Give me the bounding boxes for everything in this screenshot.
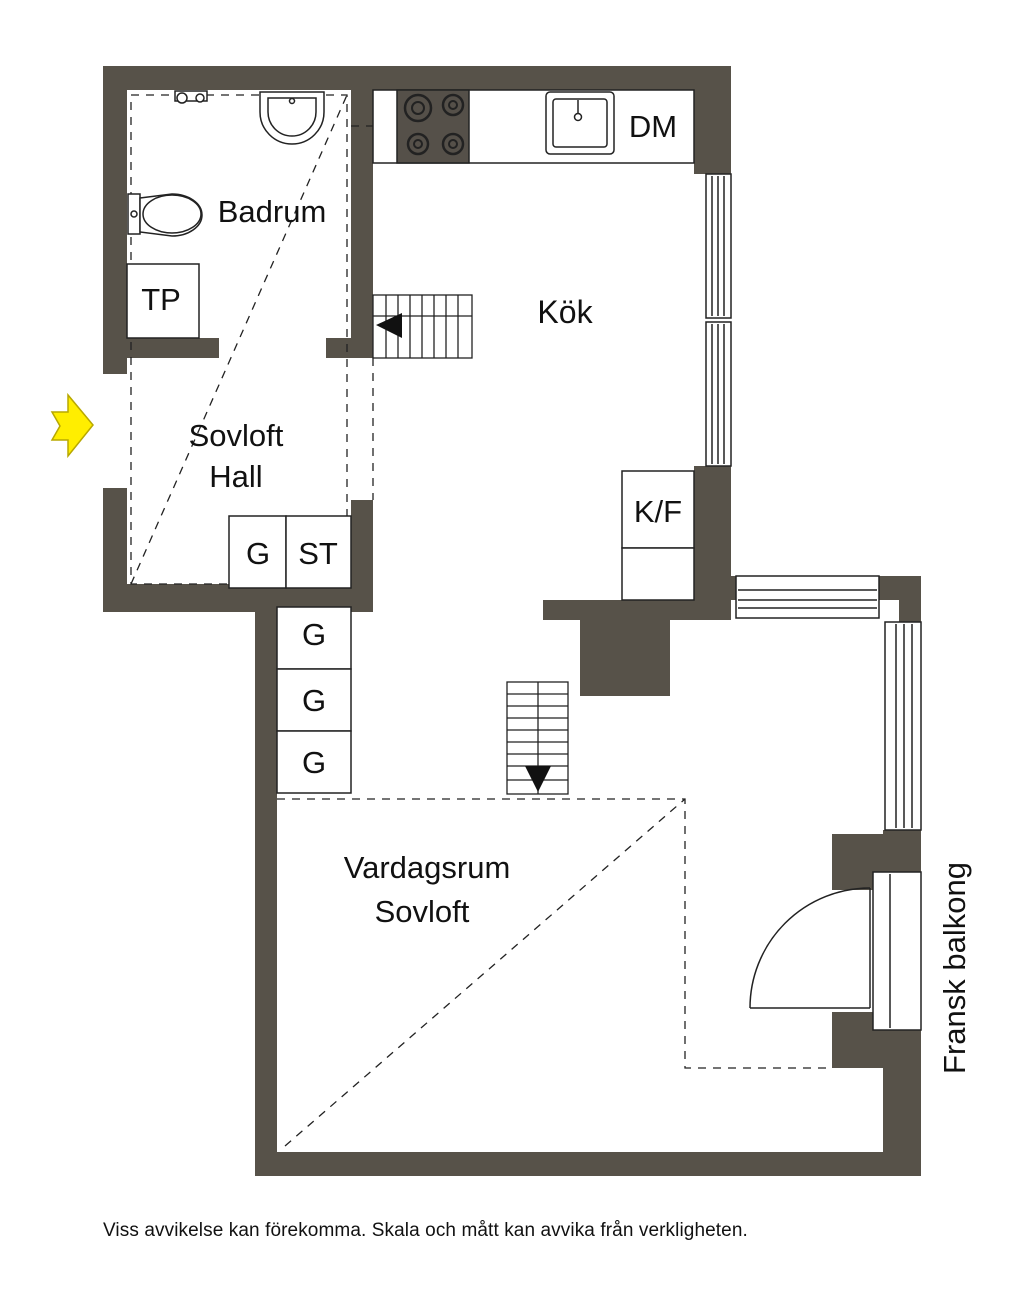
window-top-right bbox=[735, 575, 880, 619]
disclaimer-text: Viss avvikelse kan förekomma. Skala och … bbox=[103, 1220, 748, 1241]
room-label-vardagsrum-1: Vardagsrum bbox=[344, 850, 511, 885]
fixture-label-g3: G bbox=[302, 745, 326, 780]
entrance-arrow-icon bbox=[50, 392, 94, 459]
fixture-label-dm: DM bbox=[629, 109, 677, 144]
wall-bath-kitchen bbox=[351, 66, 373, 358]
fixture-label-tp: TP bbox=[141, 282, 181, 317]
wall-bottom bbox=[255, 1152, 921, 1176]
g2-box bbox=[276, 668, 352, 732]
balcony-door bbox=[749, 887, 871, 1009]
stair-down-arrow-icon bbox=[525, 766, 551, 792]
washbasin-icon bbox=[259, 91, 325, 145]
bathroom-fixtures bbox=[126, 90, 325, 339]
column bbox=[580, 620, 670, 696]
wall-right-top bbox=[694, 66, 731, 174]
kitchen-fixtures bbox=[372, 89, 695, 601]
g-hall-box bbox=[228, 515, 287, 589]
wall-right-upper-stub bbox=[899, 576, 921, 622]
fixture-label-g-hall: G bbox=[246, 536, 270, 571]
balcony-label: Fransk balkong bbox=[937, 862, 972, 1074]
wall-hall-right bbox=[351, 500, 373, 612]
room-labels: Badrum Kök Sovloft Hall Vardagsrum Sovlo… bbox=[189, 194, 972, 1074]
g3-box bbox=[276, 730, 352, 794]
stair-left-arrow-icon bbox=[376, 313, 402, 338]
wall-right-bottom bbox=[883, 1030, 921, 1176]
room-label-badrum: Badrum bbox=[218, 194, 327, 229]
windows bbox=[705, 173, 922, 1031]
shower-icon bbox=[174, 90, 208, 102]
room-label-sovloft-hall-2: Hall bbox=[209, 459, 262, 494]
wall-left-upper bbox=[103, 66, 127, 374]
wall-left-lower-room bbox=[255, 584, 277, 1176]
fixture-label-st: ST bbox=[298, 536, 338, 571]
fixture-labels: TP DM K/F G ST G G G bbox=[141, 109, 682, 780]
fixture-label-g1: G bbox=[302, 617, 326, 652]
st-box bbox=[285, 515, 352, 589]
kf-box bbox=[621, 470, 695, 549]
sink-icon bbox=[545, 91, 615, 155]
room-label-kok: Kök bbox=[537, 294, 593, 330]
storage-boxes bbox=[228, 515, 352, 794]
fixture-label-kf: K/F bbox=[634, 494, 682, 529]
wall-top-kitchen bbox=[351, 66, 731, 90]
g1-box bbox=[276, 606, 352, 670]
walls bbox=[103, 66, 921, 1176]
tp-box bbox=[126, 263, 200, 339]
wall-bath-bottom-left bbox=[127, 338, 219, 358]
wall-bath-bottom-right bbox=[326, 338, 373, 358]
stairs-lower bbox=[506, 681, 569, 795]
window-right bbox=[884, 621, 922, 831]
fixture-label-g2: G bbox=[302, 683, 326, 718]
wall-kitchen-bottom bbox=[543, 600, 731, 620]
room-label-vardagsrum-2: Sovloft bbox=[375, 894, 470, 929]
balcony-door-frame bbox=[872, 871, 922, 1031]
wall-top-left bbox=[103, 66, 373, 90]
room-label-sovloft-hall-1: Sovloft bbox=[189, 418, 284, 453]
